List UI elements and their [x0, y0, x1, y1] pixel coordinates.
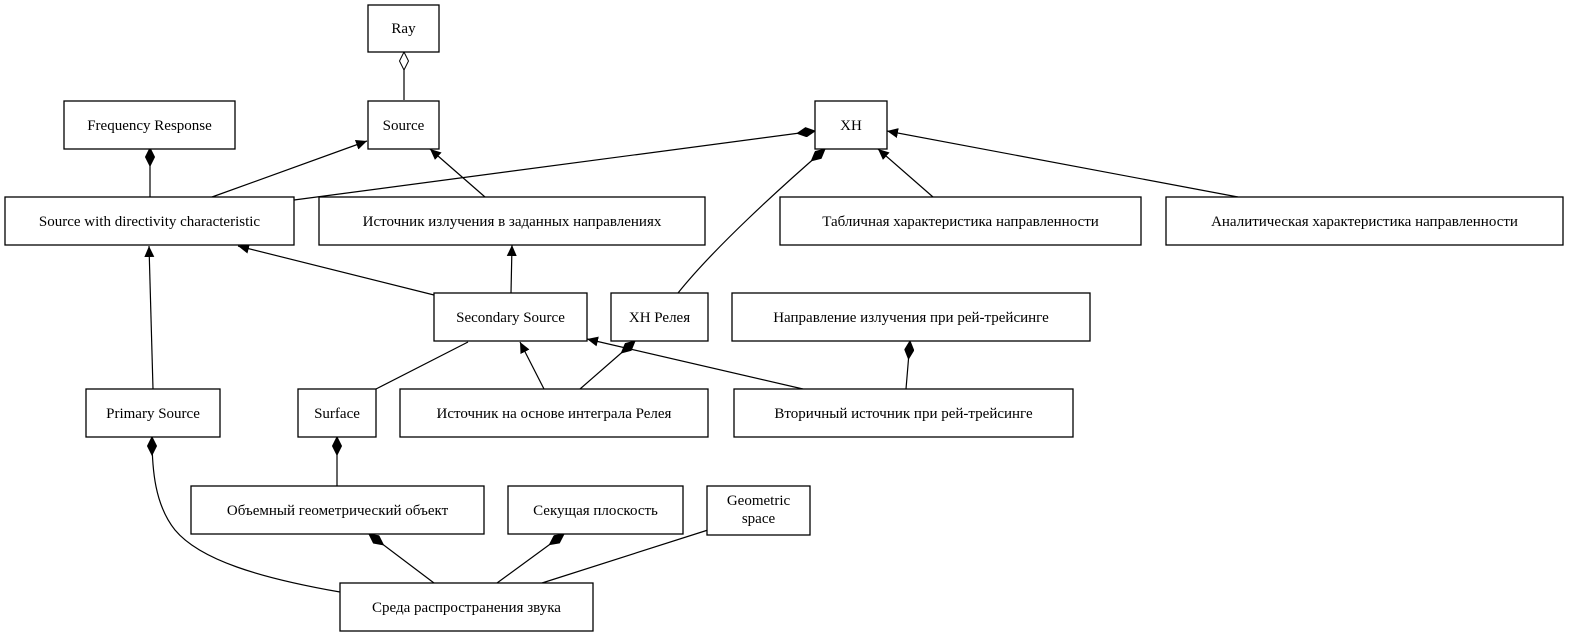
node-directional-source-label: Источник излучения в заданных направлени…	[363, 214, 662, 230]
node-xh-label: ХН	[840, 118, 862, 134]
node-source-label: Source	[383, 118, 425, 134]
edge-rayleigh-integral-source-to-secondary-source	[519, 341, 545, 390]
edge-primary-source-to-source-with-directivity	[144, 245, 155, 390]
edge-sound-medium-to-geometric-space	[541, 529, 709, 584]
edge-secondary-source-to-source-with-directivity	[237, 243, 435, 296]
node-frequency-response-label: Frequency Response	[87, 118, 212, 134]
node-source: Source	[367, 100, 440, 150]
edge-sound-medium-to-cutting-plane	[496, 534, 564, 584]
node-primary-source-label: Primary Source	[106, 406, 200, 422]
edge-surface-to-secondary-source	[375, 341, 469, 390]
node-tabular-directivity: Табличная характеристика направленности	[779, 196, 1142, 246]
node-raytracing-direction-label: Направление излучения при рей-трейсинге	[773, 310, 1049, 326]
node-analytic-directivity-label: Аналитическая характеристика направленно…	[1211, 214, 1518, 230]
edge-sound-medium-to-primary-source	[152, 437, 341, 593]
node-tabular-directivity-label: Табличная характеристика направленности	[822, 214, 1099, 230]
node-raytracing-direction: Направление излучения при рей-трейсинге	[731, 292, 1091, 342]
node-sound-medium: Среда распространения звука	[339, 582, 594, 632]
node-raytracing-secondary-source: Вторичный источник при рей-трейсинге	[733, 388, 1074, 438]
edge-raytracing-secondary-source-to-secondary-source	[586, 336, 804, 390]
node-ray: Ray	[367, 4, 440, 53]
node-volumetric-object-label: Объемный геометрический объект	[227, 503, 449, 519]
node-sound-medium-label: Среда распространения звука	[372, 600, 561, 616]
edge-rayleigh-integral-source-to-xh-rayleigh	[579, 341, 635, 390]
edge-directional-source-to-source	[429, 148, 486, 198]
node-frequency-response: Frequency Response	[63, 100, 236, 150]
node-directional-source: Источник излучения в заданных направлени…	[318, 196, 706, 246]
edge-raytracing-secondary-source-to-raytracing-direction	[906, 341, 910, 390]
node-xh-rayleigh: ХН Релея	[610, 292, 709, 342]
node-primary-source: Primary Source	[85, 388, 221, 438]
node-surface: Surface	[297, 388, 377, 438]
edge-xh-rayleigh-to-xh	[677, 149, 825, 294]
node-volumetric-object: Объемный геометрический объект	[190, 485, 485, 535]
node-rayleigh-integral-source-label: Источник на основе интеграла Релея	[437, 406, 672, 422]
node-source-with-directivity-label: Source with directivity characteristic	[39, 214, 261, 230]
node-analytic-directivity: Аналитическая характеристика направленно…	[1165, 196, 1564, 246]
node-rayleigh-integral-source: Источник на основе интеграла Релея	[399, 388, 709, 438]
edge-secondary-source-to-directional-source	[506, 244, 517, 294]
edge-sound-medium-to-volumetric-object	[369, 534, 435, 584]
edge-source-with-directivity-to-source	[211, 140, 368, 198]
node-xh: ХН	[814, 100, 888, 150]
edge-source-with-directivity-to-xh	[293, 131, 815, 201]
node-xh-rayleigh-label: ХН Релея	[629, 310, 690, 326]
node-cutting-plane: Секущая плоскость	[507, 485, 684, 535]
edges	[144, 52, 1239, 593]
node-raytracing-secondary-source-label: Вторичный источник при рей-трейсинге	[774, 406, 1033, 422]
node-source-with-directivity: Source with directivity characteristic	[4, 196, 295, 246]
node-secondary-source-label: Secondary Source	[456, 310, 565, 326]
node-cutting-plane-label: Секущая плоскость	[533, 503, 658, 519]
node-ray-label: Ray	[391, 21, 416, 37]
node-secondary-source: Secondary Source	[433, 292, 588, 342]
edge-analytic-directivity-to-xh	[886, 128, 1239, 198]
node-surface-label: Surface	[314, 406, 360, 422]
edge-tabular-directivity-to-xh	[877, 148, 934, 198]
